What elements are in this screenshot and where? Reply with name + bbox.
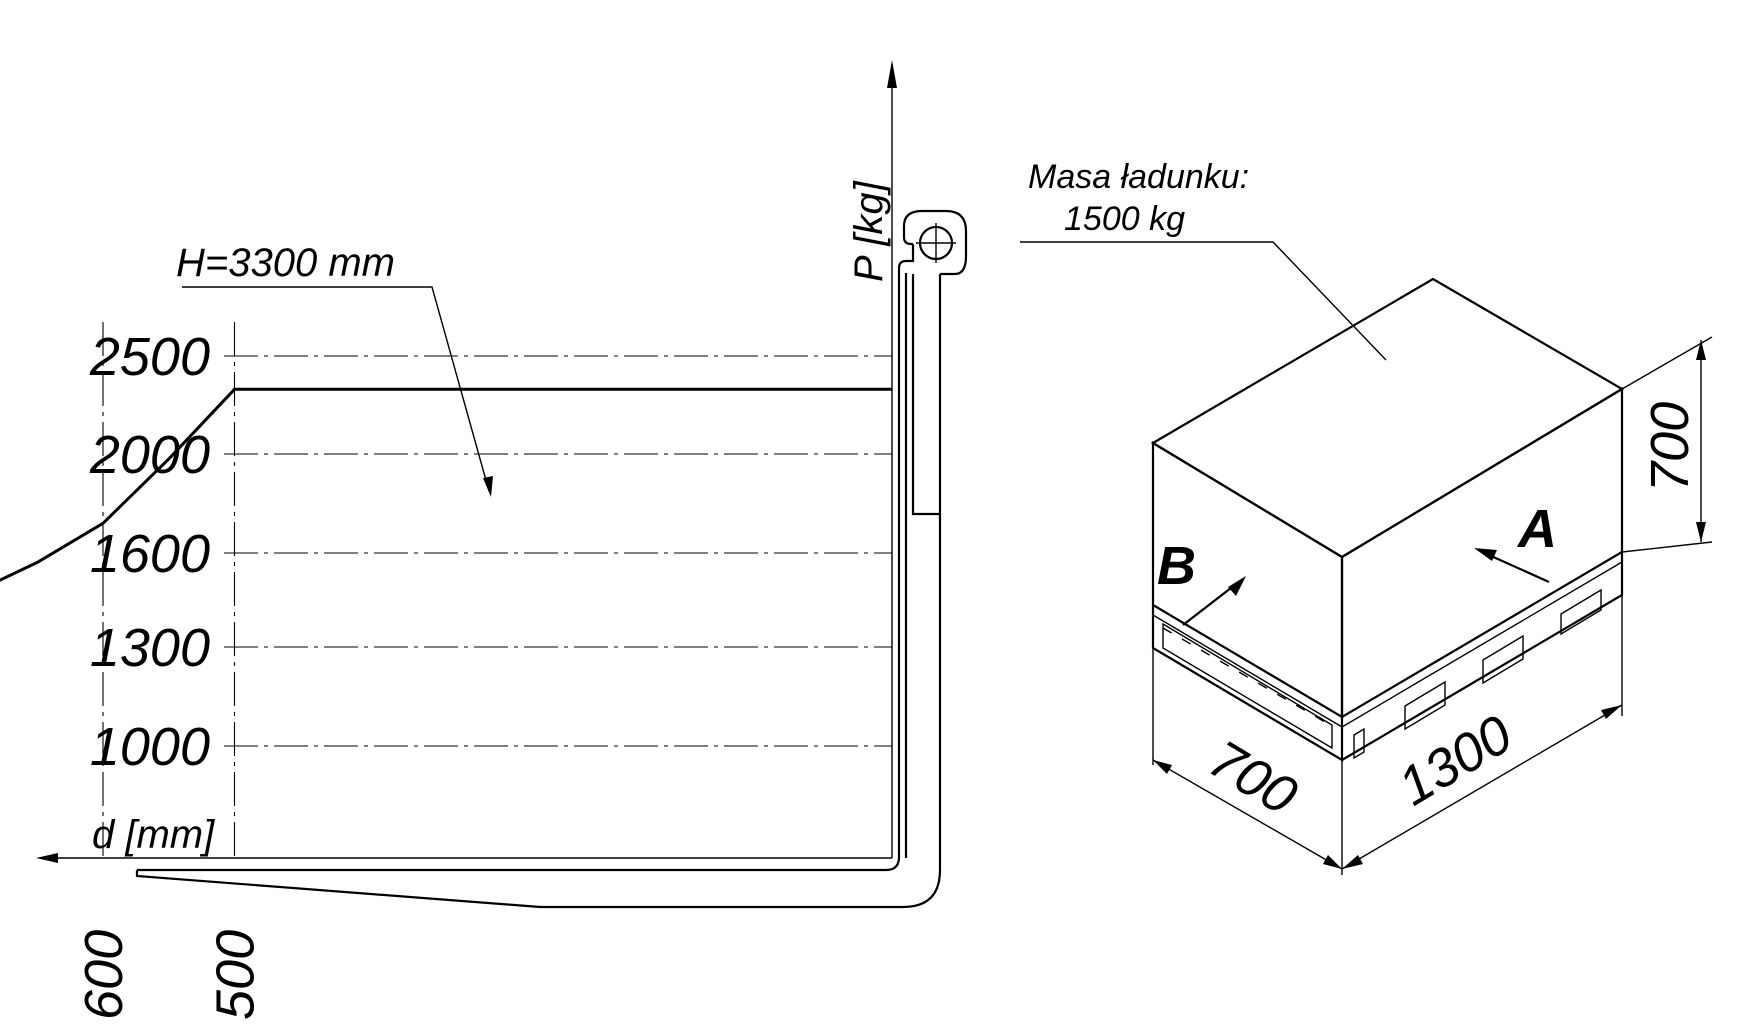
mass-label-leader (1020, 241, 1387, 361)
arrow-a-label: A (1516, 499, 1557, 559)
y-tick-label: 1300 (90, 618, 210, 678)
dim-height-value: 700 (1640, 402, 1700, 492)
dim-height-extension-top (1621, 336, 1713, 390)
arrow-b-label: B (1157, 536, 1196, 596)
pallet-deck-line-right (1341, 561, 1623, 728)
load-curve-h3300 (0, 387, 892, 582)
y-axis-title: P [kg] (847, 180, 891, 282)
dim-width-value: 700 (1199, 729, 1307, 827)
arrow-a-head (1474, 548, 1497, 561)
y-tick-label: 1000 (90, 717, 210, 777)
pallet (1151, 552, 1624, 762)
fork-hook-eye (902, 209, 968, 276)
fork-inner-edge (137, 259, 907, 872)
pallet-deck-line-left (1152, 614, 1343, 728)
arrow-b-head (1228, 576, 1246, 596)
p-axis-arrowhead (887, 60, 897, 88)
fork-hook-inner (906, 244, 915, 263)
pallet-left-opening (1162, 622, 1333, 750)
mass-label-line2: 1500 kg (1064, 200, 1185, 238)
x-tick-label: 500 (206, 930, 266, 1020)
curve-label: H=3300 mm (176, 241, 395, 285)
y-tick-label: 2000 (89, 425, 210, 485)
x-tick-label: 600 (74, 930, 134, 1020)
curve-label-leader-arrowhead (483, 476, 493, 497)
dim-width-arrow-left (1153, 760, 1172, 774)
x-tick-labels: 800700600500 (0, 930, 266, 1020)
load-isometric: Masa ładunku: 1500 kg A B 700 700 1300 (1020, 158, 1713, 875)
dim-height-arrow-bottom (1696, 522, 1706, 542)
pallet-opening-1 (1404, 680, 1446, 731)
dim-width-line (1152, 759, 1343, 870)
dim-length-arrow-left (1342, 855, 1363, 869)
pallet-opening-3 (1560, 588, 1602, 636)
d-axis-arrowhead (36, 853, 58, 863)
dim-width-arrow-right (1323, 855, 1342, 869)
fork-drawing (135, 209, 968, 909)
curve-label-leader (182, 286, 490, 492)
x-tick-label: 700 (0, 930, 3, 1020)
y-tick-label: 2500 (89, 327, 210, 387)
x-axis-title: d [mm] (92, 813, 215, 857)
mass-label-line1: Masa ładunku: (1028, 158, 1249, 196)
pallet-opening-2 (1482, 634, 1524, 685)
grid-horizontal-lines (224, 355, 892, 747)
pallet-block-1 (1353, 727, 1365, 760)
fork-heel-plate (911, 274, 940, 516)
pallet-slats-left (1162, 627, 1326, 723)
grid-vertical-lines (102, 322, 236, 858)
fork-outer-edge (135, 274, 942, 909)
dim-height-extension-bottom (1621, 541, 1713, 553)
pallet-left-side (1151, 605, 1344, 762)
dim-length-arrow-right (1601, 705, 1622, 719)
dim-height-arrow-top (1696, 340, 1706, 360)
y-tick-labels: 2500 2000 1600 1300 1000 (89, 327, 210, 777)
y-tick-label: 1600 (90, 524, 210, 584)
dim-length-line (1341, 704, 1623, 870)
